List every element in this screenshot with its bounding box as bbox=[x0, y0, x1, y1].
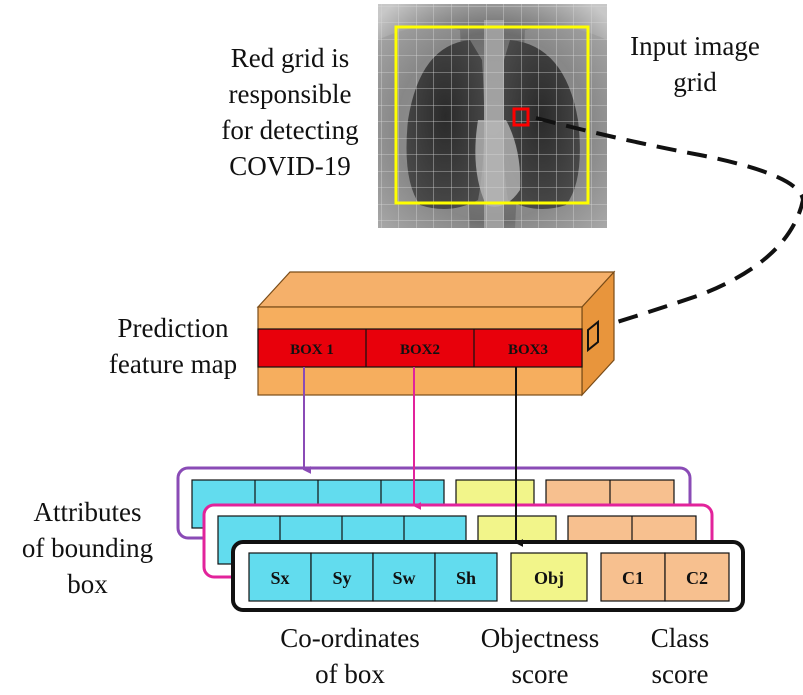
attribute-frame-front: Sx Sy Sw Sh Obj C1 C2 bbox=[231, 540, 745, 612]
red-grid-caption: Red grid is responsible for detecting CO… bbox=[221, 43, 359, 181]
box-1-label: BOX 1 bbox=[290, 342, 334, 358]
class-cell-c2 bbox=[664, 552, 730, 602]
sy-label: Sy bbox=[332, 568, 351, 588]
coordinate-cell-sx bbox=[248, 552, 312, 602]
sx-label: Sx bbox=[270, 568, 289, 588]
prediction-feature-map: BOX 1 BOX2 BOX3 bbox=[256, 270, 616, 397]
coordinates-caption: Co-ordinates of box bbox=[280, 623, 420, 689]
red-grid-cell bbox=[512, 107, 530, 127]
objectness-cell bbox=[510, 552, 588, 602]
feature-map-cell-marker bbox=[587, 319, 599, 353]
coordinate-cell-sy bbox=[310, 552, 374, 602]
c2-label: C2 bbox=[686, 568, 708, 588]
class-caption: Class score bbox=[650, 623, 710, 689]
sw-label: Sw bbox=[392, 568, 415, 588]
obj-label: Obj bbox=[534, 568, 564, 588]
sh-label: Sh bbox=[456, 568, 476, 588]
coordinate-cell-sh bbox=[434, 552, 498, 602]
box-2-label: BOX2 bbox=[400, 342, 440, 358]
prediction-feature-map-caption: Prediction feature map bbox=[108, 313, 238, 379]
feature-map-top-face bbox=[256, 271, 616, 308]
coordinate-cell-sw bbox=[372, 552, 436, 602]
attributes-caption: Attributes of bounding box bbox=[21, 497, 154, 599]
input-image-grid-caption: Input image grid bbox=[630, 31, 760, 97]
chest-xray-image bbox=[378, 4, 607, 228]
objectness-caption: Objectness score bbox=[480, 623, 600, 689]
box-strip bbox=[257, 328, 583, 368]
c1-label: C1 bbox=[622, 568, 644, 588]
box-3-label: BOX3 bbox=[508, 342, 548, 358]
yellow-detection-frame bbox=[394, 25, 590, 205]
class-cell-c1 bbox=[600, 552, 666, 602]
